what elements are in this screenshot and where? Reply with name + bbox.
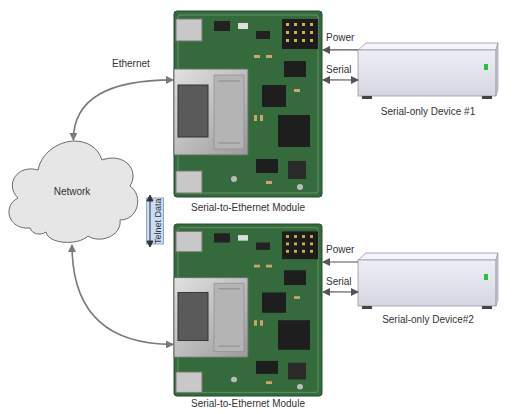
edge-label: Ethernet — [112, 58, 150, 69]
module-board — [174, 11, 322, 197]
cable-arrow — [323, 49, 358, 50]
module-caption: Serial-to-Ethernet Module — [148, 398, 348, 409]
device-node: Serial-only Device#2 — [358, 252, 498, 310]
module-node: Serial-to-Ethernet Module — [173, 10, 323, 200]
cable-arrow — [323, 261, 358, 262]
cable-arrow — [323, 291, 358, 292]
device-node: Serial-only Device #1 — [358, 40, 498, 102]
edge-label: Power — [326, 32, 354, 43]
edge-label: Power — [326, 244, 354, 255]
telnet-band: Telnet Data — [146, 194, 164, 248]
device-box — [358, 253, 498, 309]
cloud-label: Network — [2, 186, 142, 197]
device-caption: Serial-only Device#2 — [343, 314, 513, 325]
network-link — [72, 245, 173, 344]
device-box — [358, 43, 498, 99]
network-link — [73, 80, 173, 140]
network-cloud: Network — [2, 140, 142, 245]
device-caption: Serial-only Device #1 — [343, 106, 513, 117]
cable-arrow — [323, 79, 358, 80]
edge-label: Serial — [326, 276, 352, 287]
edge-label: Serial — [326, 64, 352, 75]
band-label: Telnet Data — [153, 196, 163, 246]
module-node: Serial-to-Ethernet Module — [173, 224, 323, 396]
module-board — [174, 224, 322, 396]
module-caption: Serial-to-Ethernet Module — [148, 202, 348, 213]
